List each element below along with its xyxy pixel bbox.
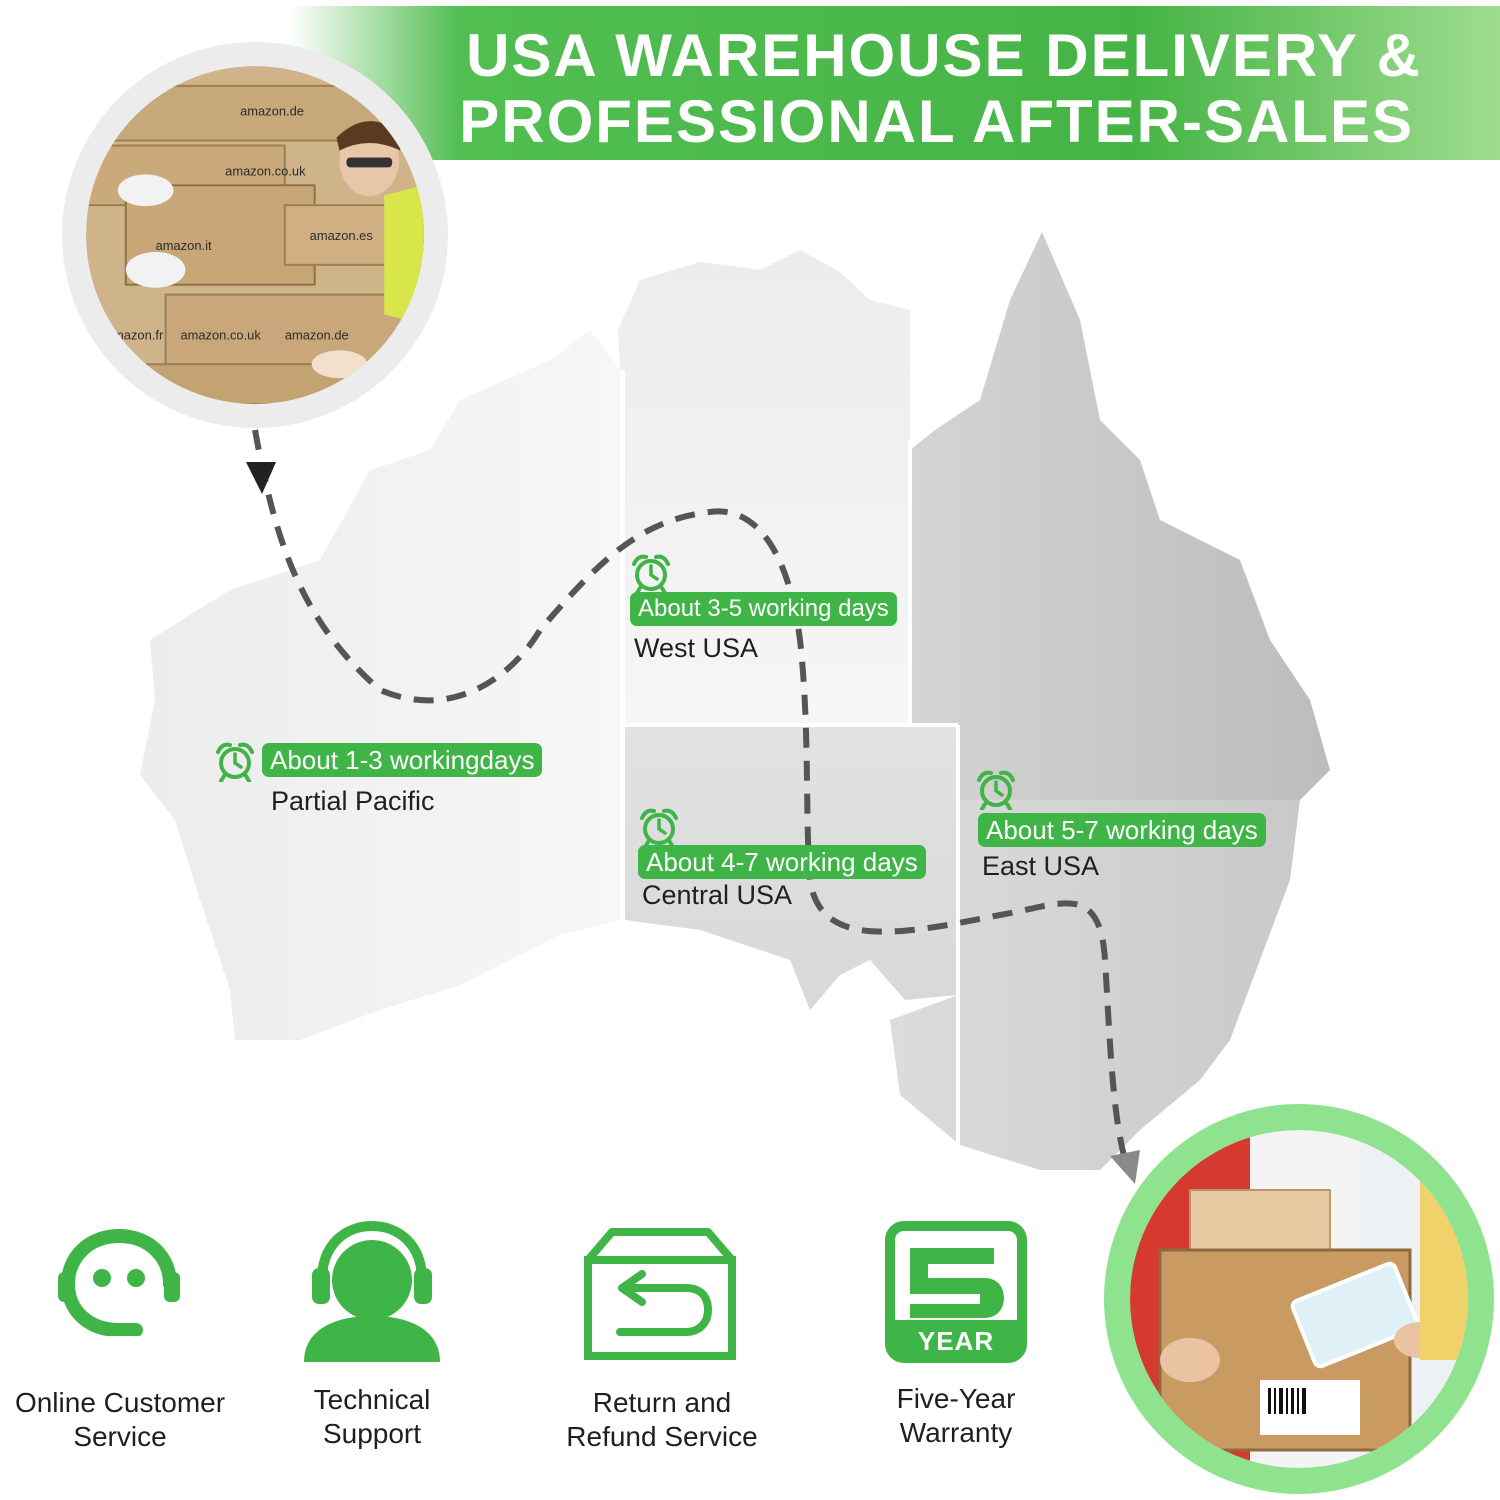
route-arrow-end bbox=[1110, 1150, 1140, 1184]
service-label-line: Five-Year bbox=[896, 1383, 1016, 1414]
delivery-route bbox=[252, 429, 1128, 1161]
map-region-west bbox=[140, 330, 620, 1040]
box-label: amazon.de bbox=[285, 327, 349, 342]
service-label-return-refund: Return and Refund Service bbox=[552, 1386, 772, 1454]
delivery-time-badge: About 1-3 workingdays bbox=[262, 743, 543, 777]
five-year-warranty-icon: YEAR bbox=[885, 1221, 1027, 1363]
service-label-line: Return and bbox=[592, 1387, 732, 1418]
alarm-clock-icon bbox=[640, 808, 678, 848]
courier-handoff-image bbox=[1130, 1130, 1468, 1468]
return-box-icon bbox=[584, 1228, 736, 1360]
alarm-clock-icon bbox=[216, 742, 254, 782]
header-title-line2: PROFESSIONAL AFTER-SALES bbox=[459, 88, 1414, 155]
service-label-line: Support bbox=[322, 1418, 422, 1449]
region-label: East USA bbox=[982, 851, 1100, 881]
delivery-time-badge: About 4-7 working days bbox=[638, 845, 926, 879]
warehouse-photo: amazon.de amazon.co.uk amazon.es amazon.… bbox=[62, 42, 448, 428]
service-label-line: Technical bbox=[313, 1384, 431, 1415]
chat-face-icon bbox=[58, 1229, 180, 1336]
delivery-photo bbox=[1104, 1104, 1494, 1494]
header-title-line1: USA WAREHOUSE DELIVERY & bbox=[466, 22, 1422, 89]
barcode bbox=[1268, 1388, 1306, 1414]
box-label: amazon.co.uk bbox=[180, 327, 261, 342]
map-region-east bbox=[910, 232, 1330, 800]
delivery-time-badge: About 5-7 working days bbox=[978, 813, 1266, 847]
route-arrow-start bbox=[246, 462, 276, 494]
map-region-southeast bbox=[890, 800, 1300, 1170]
service-label-line: Warranty bbox=[899, 1417, 1013, 1448]
service-label-line: Service bbox=[73, 1421, 167, 1452]
service-label-line: Refund Service bbox=[566, 1421, 758, 1452]
box-label: amazon.es bbox=[310, 228, 373, 243]
box-label: amazon.fr bbox=[106, 327, 164, 342]
alarm-clock-icon bbox=[632, 554, 670, 594]
box-label: amazon.de bbox=[240, 104, 304, 119]
region-label: Central USA bbox=[642, 880, 793, 910]
service-label-technical-support: Technical Support bbox=[272, 1383, 472, 1451]
service-label-line: Online Customer bbox=[14, 1387, 226, 1418]
region-label: Partial Pacific bbox=[271, 786, 435, 816]
delivery-time-badge: About 3-5 working days bbox=[630, 592, 897, 626]
service-label-five-year-warranty: Five-Year Warranty bbox=[856, 1382, 1056, 1450]
alarm-clock-icon bbox=[977, 770, 1015, 810]
service-label-online-customer: Online Customer Service bbox=[0, 1386, 240, 1454]
warranty-year-text: YEAR bbox=[918, 1326, 994, 1356]
warehouse-boxes-image: amazon.de amazon.co.uk amazon.es amazon.… bbox=[86, 66, 424, 404]
box-label: amazon.it bbox=[156, 238, 212, 253]
header-banner: USA WAREHOUSE DELIVERY & PROFESSIONAL AF… bbox=[290, 6, 1500, 160]
box-label: amazon.co.uk bbox=[225, 163, 306, 178]
headset-icon bbox=[304, 1220, 440, 1362]
region-label: West USA bbox=[634, 633, 759, 663]
